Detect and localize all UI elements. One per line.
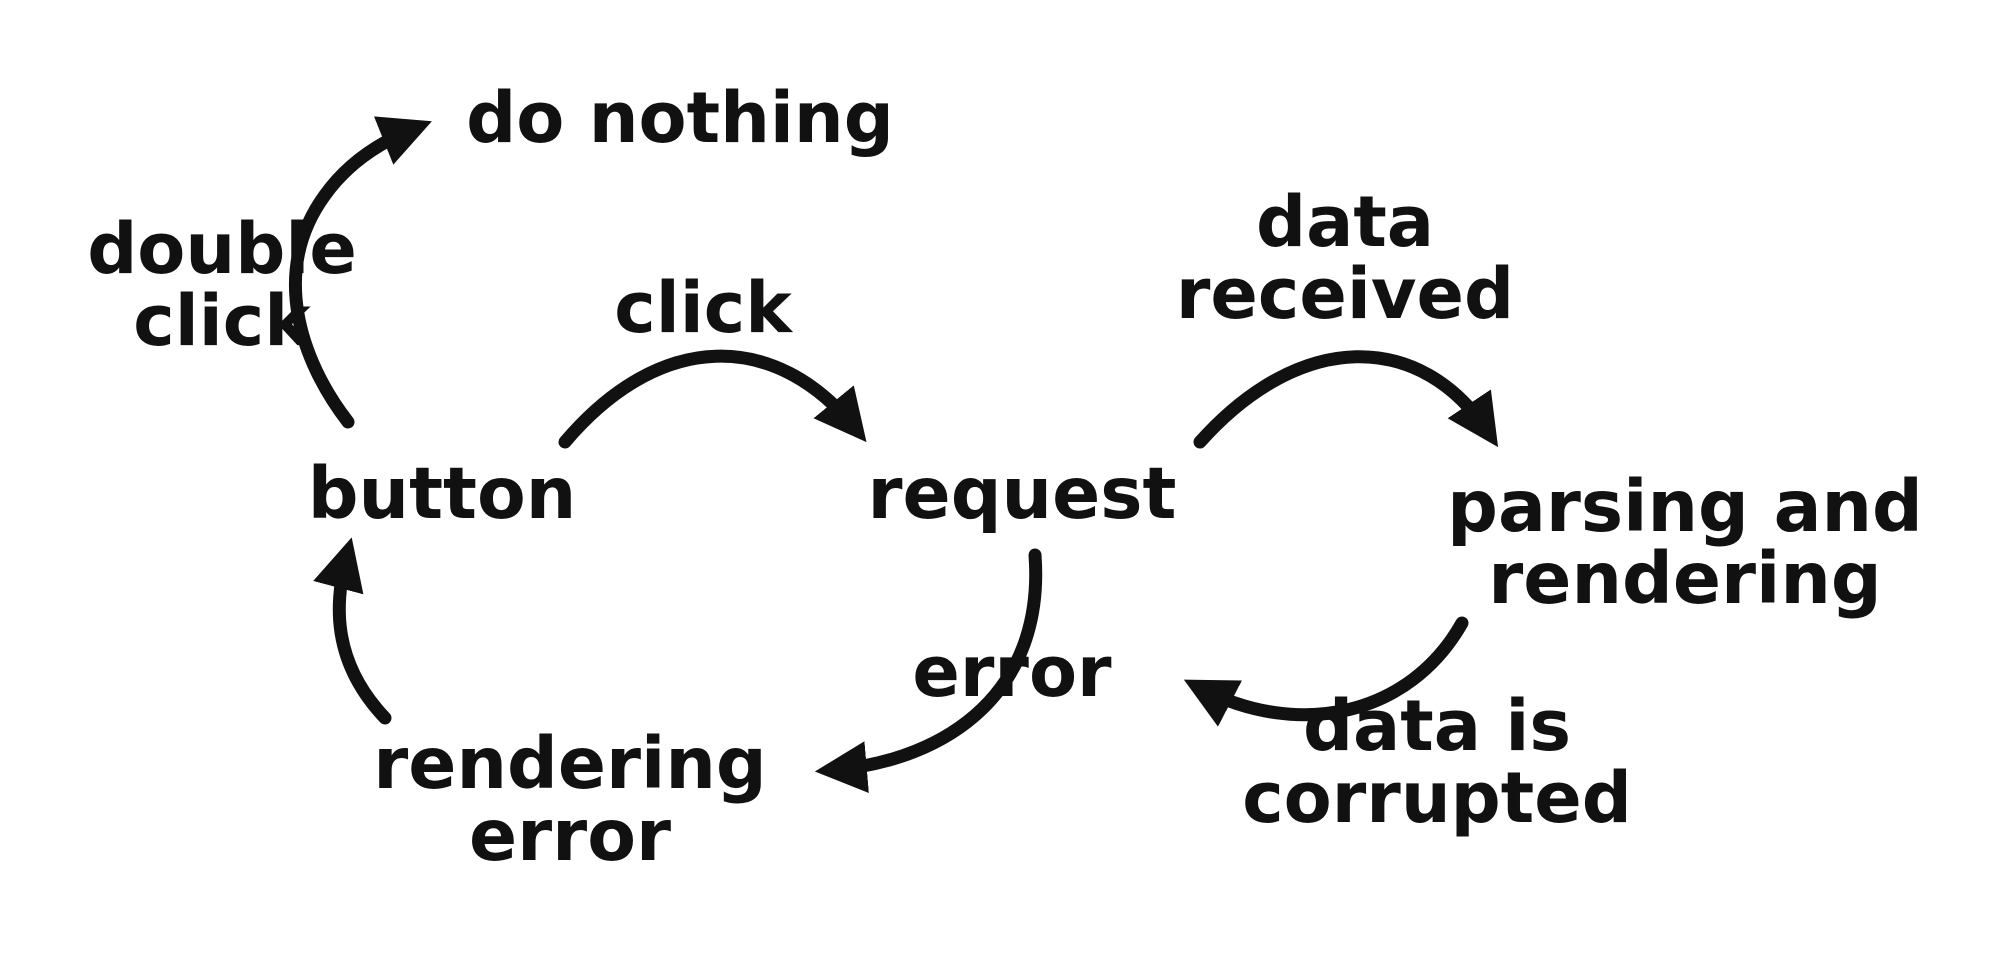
node-do-nothing: do nothing [466, 82, 894, 154]
node-parsing-and-rendering: parsing and rendering [1447, 471, 1923, 615]
node-rendering-error: rendering error [373, 728, 766, 872]
edge-label-data-is-corrupted-line-1: data is [1302, 685, 1572, 767]
edge-label-data-is-corrupted-line-2: corrupted [1242, 757, 1632, 839]
arrow-request-to-parsing [1193, 350, 1499, 449]
edge-label-data-received-line-2: received [1175, 253, 1515, 335]
node-parsing-and-rendering-line-2: rendering [1488, 537, 1882, 620]
edge-label-error-text: error [912, 631, 1112, 713]
arrow-button-to-request [558, 349, 867, 449]
edge-label-double-click-line-1: double [87, 208, 357, 290]
node-do-nothing-label: do nothing [466, 77, 894, 159]
arrow-button-to-do-nothing [289, 116, 432, 429]
node-rendering-error-line-2: error [469, 794, 671, 877]
edge-label-double-click-line-2: click [133, 280, 311, 362]
arrow-parsing-to-request-error [1183, 616, 1469, 727]
edge-label-error: error [912, 636, 1111, 708]
node-button: button [308, 458, 577, 530]
edge-label-click: click [614, 272, 792, 344]
edge-label-click-text: click [614, 267, 792, 349]
edge-label-data-received: data received [1176, 186, 1514, 330]
edge-label-data-received-line-1: data [1255, 181, 1435, 263]
node-request-label: request [867, 452, 1177, 535]
edge-label-data-is-corrupted: data is corrupted [1242, 690, 1632, 834]
edge-label-double-click: double click [87, 213, 357, 357]
arrow-rendering-error-to-button [313, 537, 392, 725]
node-rendering-error-line-1: rendering [373, 722, 767, 805]
node-button-label: button [307, 452, 577, 535]
node-parsing-and-rendering-line-1: parsing and [1447, 465, 1923, 548]
node-request: request [868, 458, 1177, 530]
arrow-request-to-rendering-error [814, 548, 1043, 794]
